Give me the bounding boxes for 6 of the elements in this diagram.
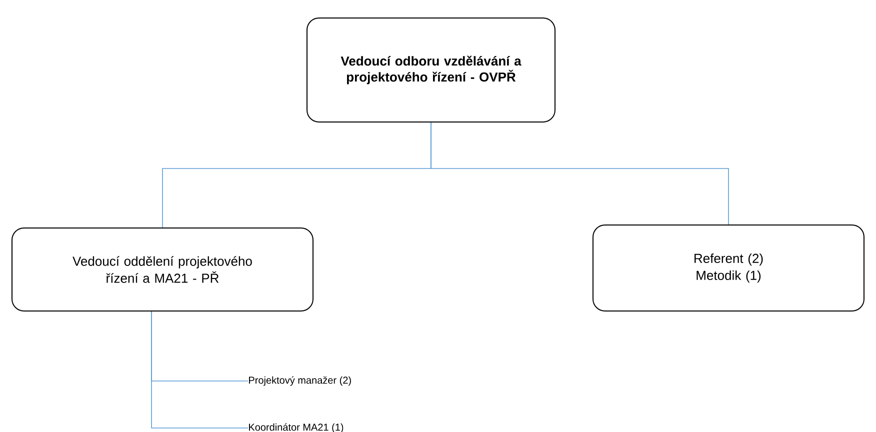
org-box: Referent (2) Metodik (1) xyxy=(592,224,864,312)
org-box: Vedoucí odboru vzdělávání a projektového řízení - OVPŘ xyxy=(306,18,556,122)
connector-line xyxy=(430,122,729,225)
connector-line xyxy=(151,311,248,428)
position-label: Projektový manažer (2) xyxy=(249,376,351,386)
org-box: Vedoucí oddělení projektového řízení a MA21 - PŘ xyxy=(12,228,314,312)
